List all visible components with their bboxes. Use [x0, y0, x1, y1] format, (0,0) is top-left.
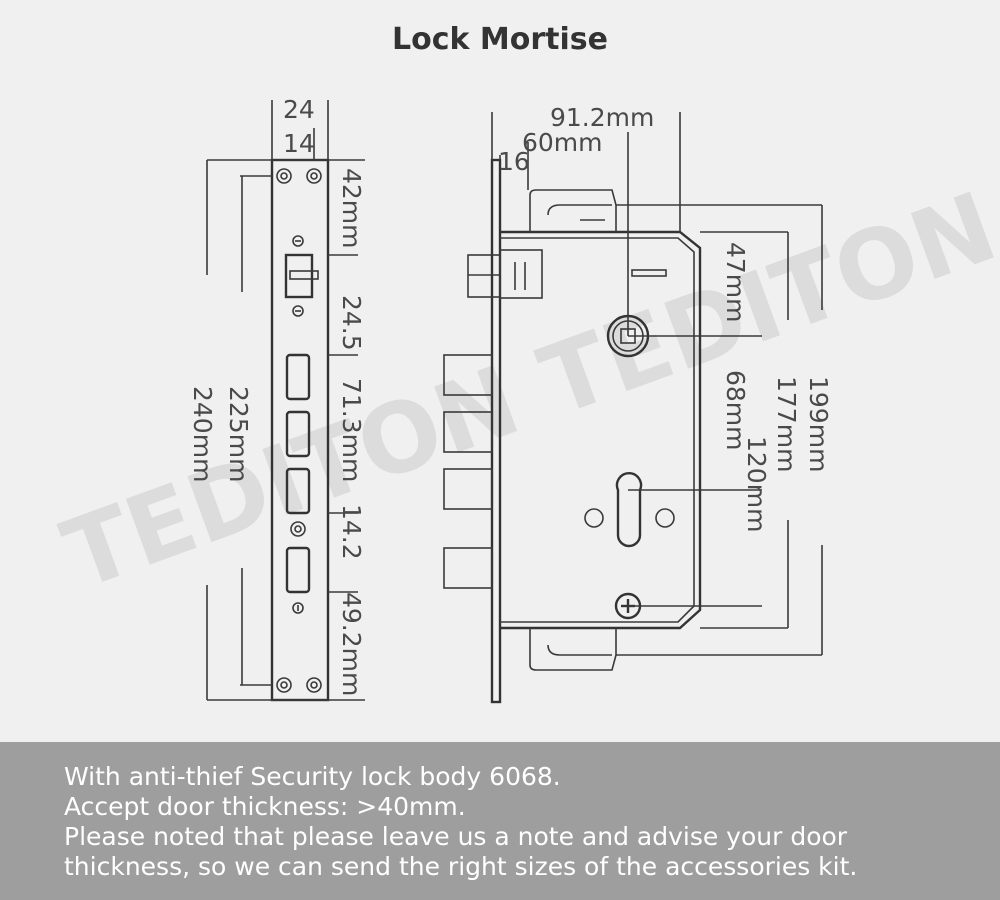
screw-icon: [290, 521, 306, 537]
lock-body-drawing: [443, 112, 823, 704]
dim-16: 16: [498, 147, 530, 176]
faceplate-drawing: [206, 100, 365, 702]
screw-icon: [276, 677, 292, 693]
screw-hole: [584, 508, 604, 528]
screw-icon: [310, 172, 318, 180]
screw-hole: [655, 508, 675, 528]
screw-icon: [306, 677, 322, 693]
bolt-slot: [285, 353, 311, 401]
bolt-slot: [285, 546, 311, 594]
screw-icon: [280, 681, 288, 689]
bolt-slot: [285, 410, 311, 458]
screw-icon: [306, 168, 322, 184]
dim-60mm: 60mm: [522, 128, 603, 157]
deadbolt: [443, 547, 493, 589]
info-line: With anti-thief Security lock body 6068.: [64, 762, 561, 791]
screw-icon: [292, 602, 304, 614]
dim-47mm: 47mm: [721, 242, 750, 323]
bottom-bracket: [529, 628, 617, 671]
top-bracket: [529, 189, 617, 232]
screw-icon: [280, 172, 288, 180]
info-line: Accept door thickness: >40mm.: [64, 792, 466, 821]
dim-14-2: 14.2: [337, 504, 366, 560]
screw-icon: [294, 525, 302, 533]
dim-240mm: 240mm: [188, 386, 217, 482]
latch-mechanism: [467, 254, 501, 298]
bolt-slot: [285, 467, 311, 515]
info-panel: With anti-thief Security lock body 6068.…: [0, 742, 1000, 900]
dim-24-5: 24.5: [337, 295, 366, 351]
dim-24: 24: [283, 95, 315, 124]
screw-icon: [310, 681, 318, 689]
dim-91-2mm: 91.2mm: [550, 103, 654, 132]
lock-mortise-diagram: TEDITON TEDITON: [50, 95, 1000, 704]
latch-opening: [284, 253, 314, 299]
deadbolt: [443, 354, 493, 396]
cylinder-hole: [615, 472, 643, 548]
dim-177mm: 177mm: [772, 376, 801, 472]
dim-68mm: 68mm: [721, 370, 750, 451]
dim-49-2mm: 49.2mm: [337, 592, 366, 696]
lock-case: [500, 230, 702, 630]
screw-icon: [292, 235, 304, 247]
dim-71-3mm: 71.3mm: [337, 378, 366, 482]
screw-icon: [292, 305, 304, 317]
dim-225mm: 225mm: [224, 386, 253, 482]
dim-120mm: 120mm: [742, 436, 771, 532]
info-line: Please noted that please leave us a note…: [64, 822, 848, 851]
dim-14: 14: [283, 129, 315, 158]
dim-42mm: 42mm: [337, 168, 366, 249]
deadbolt: [443, 468, 493, 510]
page-title: Lock Mortise: [392, 22, 608, 57]
dim-199mm: 199mm: [804, 376, 833, 472]
screw-icon: [276, 168, 292, 184]
info-line: thickness, so we can send the right size…: [64, 852, 858, 881]
deadbolt: [443, 411, 493, 453]
